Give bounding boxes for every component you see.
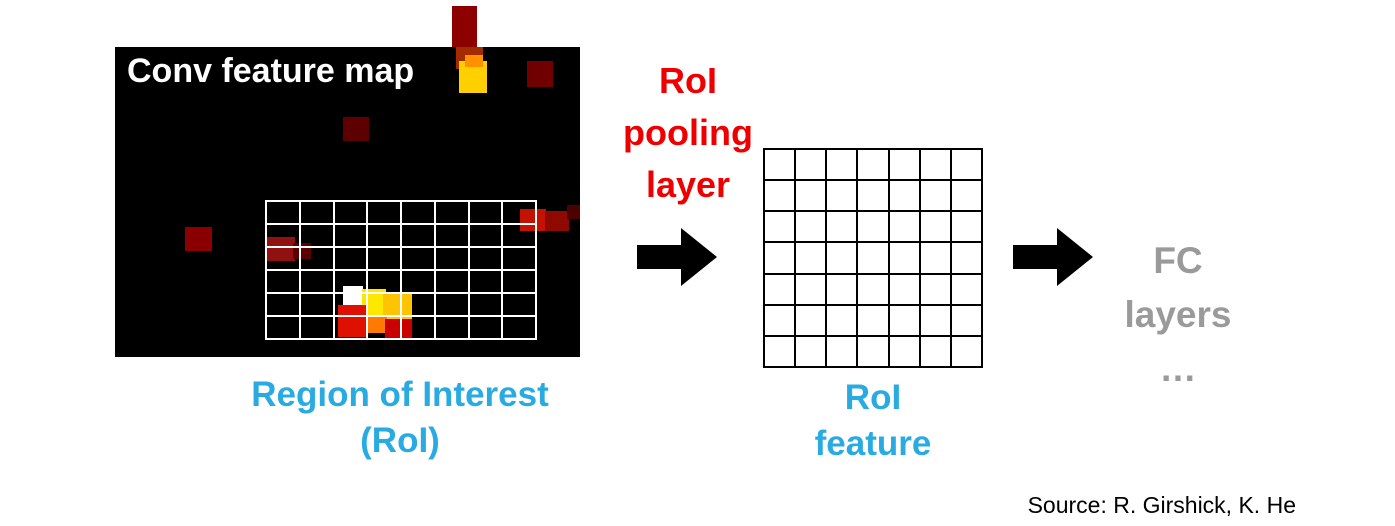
feature-map-title: Conv feature map	[127, 52, 415, 90]
heat-spot	[452, 6, 477, 48]
roi-pooling-label: RoI pooling layer	[600, 55, 776, 211]
pooling-label-line2: pooling	[623, 112, 753, 153]
pooling-label-line3: layer	[645, 164, 731, 205]
roi-feature-grid	[763, 148, 983, 368]
heatmap-spots	[185, 47, 580, 340]
pooling-arrow-right-icon	[637, 228, 717, 286]
roi-caption: Region of Interest (RoI)	[180, 372, 620, 464]
fc-layers-label: FC layers …	[1098, 234, 1258, 396]
pooling-label-line1: RoI	[659, 60, 717, 101]
fc-arrow-right-icon	[1013, 228, 1093, 286]
roi-feature-caption-line1: RoI	[844, 378, 902, 417]
roi-caption-line1: Region of Interest	[251, 375, 549, 414]
source-credit: Source: R. Girshick, K. He	[1027, 492, 1296, 518]
roi-caption-line2: (RoI)	[360, 421, 440, 460]
roi-grid-overlay	[265, 200, 537, 340]
fc-layers-text: FC layers	[1124, 240, 1232, 335]
roi-feature-caption-line2: feature	[814, 424, 932, 463]
roi-feature-caption: RoI feature	[773, 375, 973, 467]
ellipsis-text: …	[1159, 348, 1197, 389]
conv-feature-map: Conv feature map	[115, 47, 580, 357]
